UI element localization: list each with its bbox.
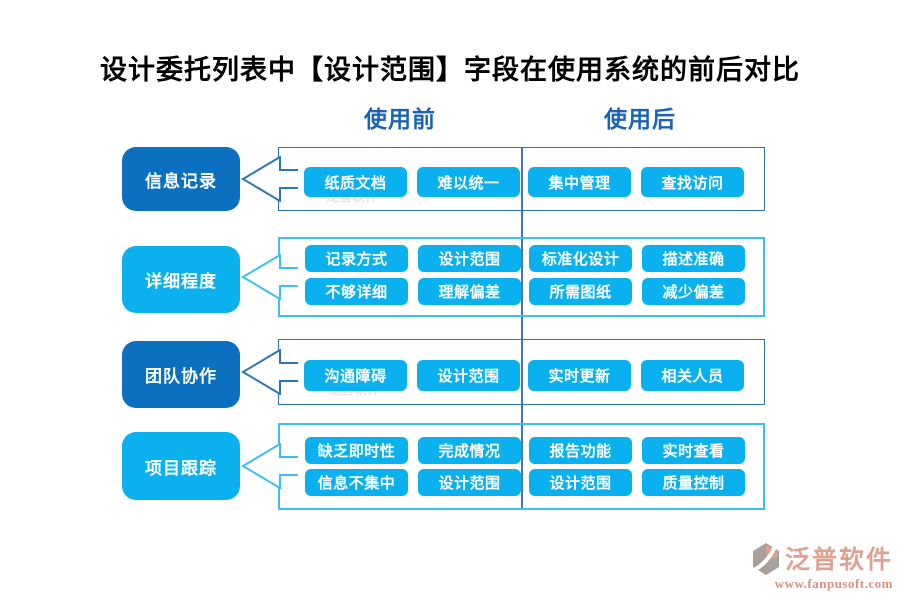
tag-pill: 纸质文档 [304,167,407,197]
row-group-detail-level: 记录方式 设计范围 不够详细 理解偏差 标准化设计 描述准确 所需图纸 减少偏差 [278,237,765,317]
tag-pill: 信息不集中 [305,469,408,496]
tag-pill: 完成情况 [418,437,521,464]
brand-block: 泛普软件 www.fanpusoft.com [751,543,893,592]
row-group-info-record: 纸质文档 难以统一 集中管理 查找访问 [278,147,765,211]
tag-pill: 描述准确 [642,245,745,272]
left-arrow-icon [241,254,298,300]
tag-pill: 难以统一 [417,167,520,197]
tag-pill: 所需图纸 [529,278,632,305]
tag-pill: 标准化设计 [529,245,632,272]
brand-url: www.fanpusoft.com [774,576,893,591]
left-arrow-icon [241,156,298,202]
tag-pill: 查找访问 [641,167,744,197]
tag-pill: 减少偏差 [642,278,745,305]
page-title: 设计委托列表中【设计范围】字段在使用系统的前后对比 [100,55,800,85]
tag-pill: 实时更新 [528,360,631,391]
tag-pill: 缺乏即时性 [305,437,408,464]
row-label-detail-level: 详细程度 [122,246,240,313]
tag-pill: 集中管理 [528,167,631,197]
row-label-project-tracking: 项目跟踪 [122,432,240,500]
column-header-after: 使用后 [604,107,676,132]
tag-pill: 实时查看 [642,437,745,464]
left-arrow-icon [241,349,298,395]
tag-pill: 报告功能 [529,437,632,464]
brand-logo-icon [752,543,779,575]
left-arrow-icon [241,443,298,489]
tag-pill: 设计范围 [418,245,521,272]
tag-pill: 沟通障碍 [304,360,407,391]
tag-pill: 相关人员 [641,360,744,391]
row-label-info-record: 信息记录 [122,147,240,211]
row-label-team-collab: 团队协作 [122,341,240,408]
tag-pill: 不够详细 [305,278,408,305]
tag-pill: 质量控制 [642,469,745,496]
tag-pill: 设计范围 [418,469,521,496]
tag-pill: 设计范围 [417,360,520,391]
before-after-divider-line [521,147,523,510]
column-header-before: 使用前 [364,107,436,132]
tag-pill: 设计范围 [529,469,632,496]
tag-pill: 理解偏差 [418,278,521,305]
brand-name: 泛普软件 [784,547,893,574]
tag-pill: 记录方式 [305,245,408,272]
row-group-team-collab: 沟通障碍 设计范围 实时更新 相关人员 [278,339,765,405]
row-group-project-tracking: 缺乏即时性 完成情况 信息不集中 设计范围 报告功能 实时查看 设计范围 质量控… [278,423,765,510]
